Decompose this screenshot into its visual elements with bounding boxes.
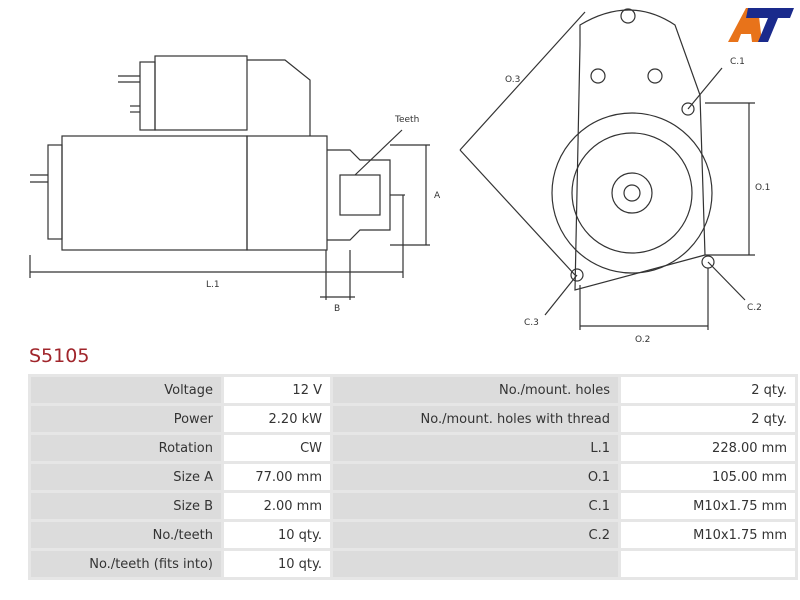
spec-value: 10 qty. [224,522,330,548]
front-view-drawing [459,8,755,330]
spec-label: Voltage [31,377,221,403]
spec-label [333,551,618,577]
spec-value: 228.00 mm [621,435,795,461]
spec-label: Size A [31,464,221,490]
side-view-drawing [29,55,430,300]
spec-label: Rotation [31,435,221,461]
spec-value: 2.20 kW [224,406,330,432]
spec-value: 2 qty. [621,377,795,403]
spec-label: No./mount. holes [333,377,618,403]
spec-value: 105.00 mm [621,464,795,490]
spec-value: 10 qty. [224,551,330,577]
spec-label: Size B [31,493,221,519]
label-b: B [334,304,340,314]
product-code: S5105 [29,345,90,367]
label-l1: L.1 [206,280,220,290]
spec-value: 2 qty. [621,406,795,432]
label-o2: O.2 [635,335,650,345]
spec-value: CW [224,435,330,461]
spec-value: 2.00 mm [224,493,330,519]
spec-label: O.1 [333,464,618,490]
spec-label: No./mount. holes with thread [333,406,618,432]
label-o3: O.3 [505,75,520,85]
spec-value: 12 V [224,377,330,403]
spec-label: Power [31,406,221,432]
brand-logo [728,8,794,42]
label-a: A [434,191,441,201]
spec-label: No./teeth [31,522,221,548]
spec-value: 77.00 mm [224,464,330,490]
spec-label: C.1 [333,493,618,519]
spec-value [621,551,795,577]
label-c1: C.1 [730,57,745,67]
spec-label: L.1 [333,435,618,461]
label-teeth: Teeth [394,115,419,125]
label-c2: C.2 [747,303,762,313]
spec-label: No./teeth (fits into) [31,551,221,577]
label-c3: C.3 [524,318,539,328]
technical-drawing: Teeth A L.1 B O.3 C.1 O.1 C.2 C.3 O.2 [29,8,770,345]
spec-value: M10x1.75 mm [621,522,795,548]
label-o1: O.1 [755,183,770,193]
spec-value: M10x1.75 mm [621,493,795,519]
spec-label: C.2 [333,522,618,548]
table-row: No./teeth (fits into)10 qty. [31,551,795,577]
